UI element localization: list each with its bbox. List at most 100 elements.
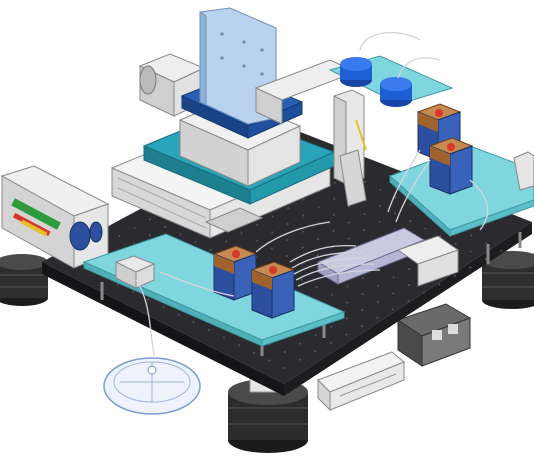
breadboard-hole	[222, 336, 225, 339]
breadboard-hole	[286, 223, 289, 225]
breadboard-hole	[268, 359, 271, 362]
breadboard-hole	[376, 300, 379, 303]
breadboard-hole	[409, 220, 412, 222]
breadboard-hole	[286, 255, 288, 257]
breadboard-hole	[240, 232, 243, 235]
breadboard-hole	[162, 306, 165, 308]
breadboard-hole	[271, 215, 274, 218]
breadboard-hole	[377, 284, 380, 287]
breadboard-hole	[300, 278, 303, 281]
breadboard-hole	[469, 250, 472, 253]
breadboard-hole	[253, 351, 256, 354]
valve-manifold	[316, 227, 460, 287]
breadboard-hole	[298, 358, 301, 361]
breadboard-hole	[283, 351, 286, 353]
breadboard-hole	[438, 283, 441, 286]
right-pump-module-pair	[416, 103, 534, 195]
breadboard-hole	[424, 227, 427, 230]
breadboard-hole	[255, 239, 258, 242]
breadboard-hole	[177, 313, 180, 316]
breadboard-hole	[378, 220, 381, 223]
left-pump-module-pair	[212, 245, 296, 319]
pump-module-icon	[212, 245, 258, 301]
breadboard-hole	[317, 206, 320, 209]
breadboard-hole	[271, 231, 274, 234]
breadboard-hole	[408, 268, 411, 270]
breadboard-hole	[346, 301, 349, 304]
breadboard-hole	[470, 234, 473, 237]
reservoir-bottle-icon	[380, 77, 412, 107]
breadboard-hole	[362, 277, 364, 280]
breadboard-hole	[394, 196, 397, 199]
breadboard-hole	[332, 229, 335, 232]
breadboard-hole	[330, 325, 333, 328]
breadboard-hole	[329, 341, 332, 344]
breadboard-hole	[118, 235, 121, 238]
breadboard-hole	[348, 221, 350, 224]
breadboard-hole	[209, 248, 212, 251]
tubing-harness	[135, 31, 489, 357]
breadboard-hole	[238, 344, 240, 347]
breadboard-hole	[361, 293, 364, 296]
breadboard-hole	[225, 240, 228, 243]
servo-motor	[138, 53, 206, 117]
breadboard-hole	[317, 238, 319, 241]
breadboard-hole	[299, 342, 302, 345]
breadboard-hole	[207, 328, 210, 331]
fluid-reservoirs	[340, 57, 412, 107]
breadboard-hole	[332, 213, 335, 216]
breadboard-hole	[453, 274, 456, 277]
breadboard-hole	[379, 188, 382, 191]
breadboard-hole	[376, 316, 379, 319]
vertical-linear-stage	[142, 7, 367, 207]
breadboard-hole	[484, 258, 487, 261]
breadboard-hole	[287, 207, 290, 209]
breadboard-hole	[407, 300, 410, 302]
breadboard-hole	[302, 198, 305, 201]
breadboard-hole	[394, 212, 397, 215]
breadboard-hole	[500, 249, 503, 252]
breadboard-hole	[149, 218, 152, 221]
pump-module-icon	[428, 137, 474, 195]
breadboard-hole	[147, 298, 150, 301]
breadboard-hole	[302, 214, 305, 217]
breadboard-hole	[345, 317, 348, 320]
breadboard-hole	[363, 229, 366, 232]
drain-tray	[103, 357, 201, 415]
breadboard-hole	[148, 234, 151, 237]
breadboard-hole	[392, 292, 395, 295]
breadboard-hole	[469, 266, 472, 269]
breadboard-hole	[316, 254, 319, 257]
breadboard-hole	[360, 325, 363, 328]
breadboard-hole	[192, 321, 195, 324]
breadboard-hole	[363, 213, 366, 216]
isolator-front-icon	[228, 371, 308, 453]
breadboard-hole	[454, 242, 457, 245]
breadboard-hole	[361, 309, 364, 312]
reservoir-bottle-icon	[340, 57, 372, 87]
breadboard-hole	[301, 230, 304, 233]
breadboard-hole	[485, 242, 488, 245]
pump-module-icon	[250, 261, 296, 319]
breadboard-hole	[283, 367, 286, 369]
breadboard-hole	[132, 290, 135, 293]
breadboard-hole	[346, 285, 349, 288]
breadboard-hole	[347, 237, 350, 240]
breadboard-hole	[315, 286, 318, 289]
breadboard-hole	[391, 308, 394, 311]
breadboard-hole	[407, 284, 410, 286]
breadboard-hole	[270, 247, 273, 250]
breadboard-hole	[333, 181, 336, 184]
breadboard-hole	[164, 226, 167, 228]
syringe-pump	[0, 165, 110, 269]
breadboard-hole	[331, 293, 333, 296]
breadboard-hole	[364, 181, 367, 184]
breadboard-hole	[133, 226, 136, 229]
breadboard-hole	[345, 333, 348, 336]
controller-box	[317, 303, 472, 412]
breadboard-hole	[286, 239, 289, 241]
breadboard-hole	[392, 276, 395, 279]
breadboard-hole	[194, 241, 197, 244]
breadboard-hole	[179, 233, 182, 236]
